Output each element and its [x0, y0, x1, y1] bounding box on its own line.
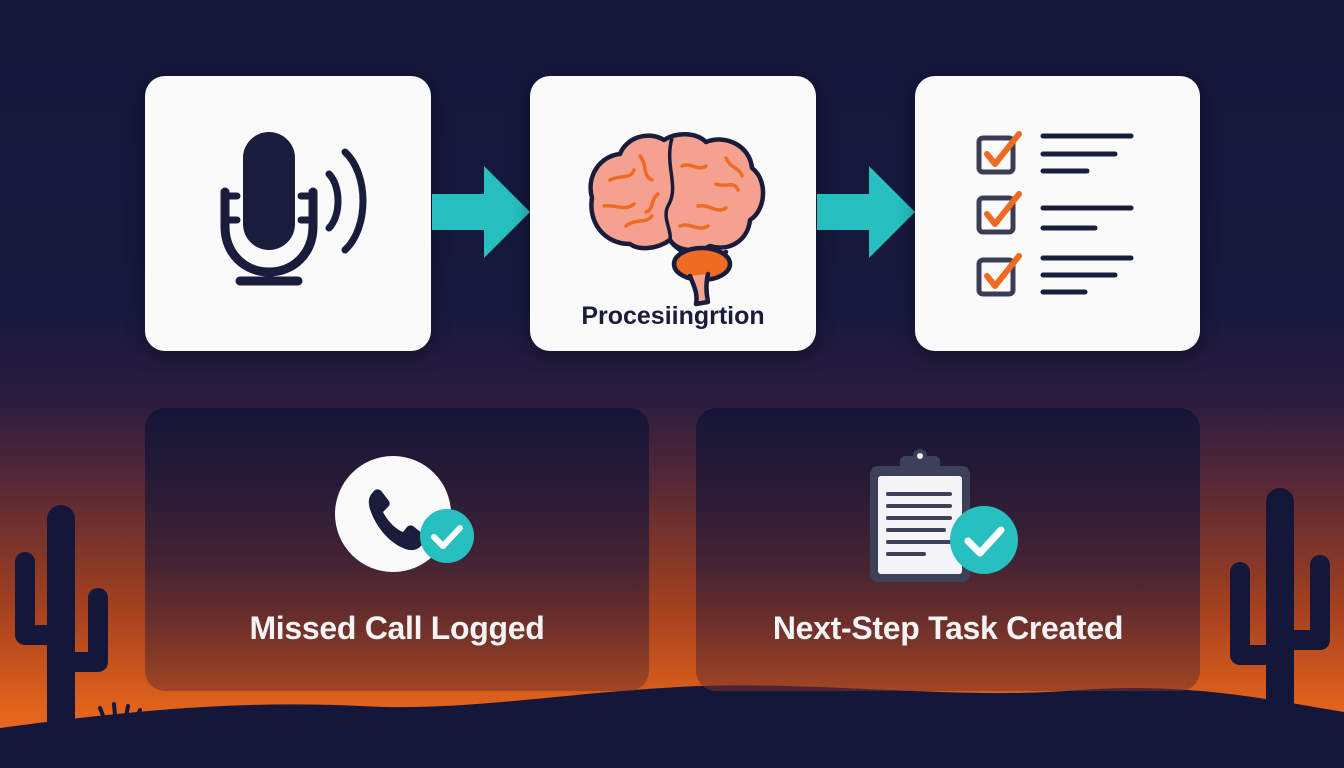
- step-label-processing: Procesiingrtion: [581, 302, 765, 330]
- outcome-label-task: Next-Step Task Created: [772, 610, 1124, 646]
- clipboard-check-icon: [870, 449, 1018, 582]
- arrow-right-icon: [432, 166, 530, 258]
- step-card-processing: Procesiingrtion: [530, 76, 816, 351]
- phone-check-icon: [335, 456, 474, 572]
- brain-icon: [588, 132, 766, 307]
- cactus-left: [15, 505, 108, 735]
- cactus-right: [1230, 488, 1330, 723]
- dune-silhouette: [0, 685, 1344, 768]
- outcome-panel-call: Missed Call Logged: [145, 408, 649, 691]
- grass-tuft: [98, 702, 154, 730]
- step-card-voice: [145, 76, 431, 351]
- arrow-right-icon: [817, 166, 915, 258]
- step-card-tasks: [915, 76, 1200, 351]
- outcome-label-call: Missed Call Logged: [249, 610, 545, 646]
- outcome-panel-task: Next-Step Task Created: [696, 408, 1200, 691]
- microphone-icon: [220, 132, 367, 286]
- checklist-icon: [976, 131, 1134, 297]
